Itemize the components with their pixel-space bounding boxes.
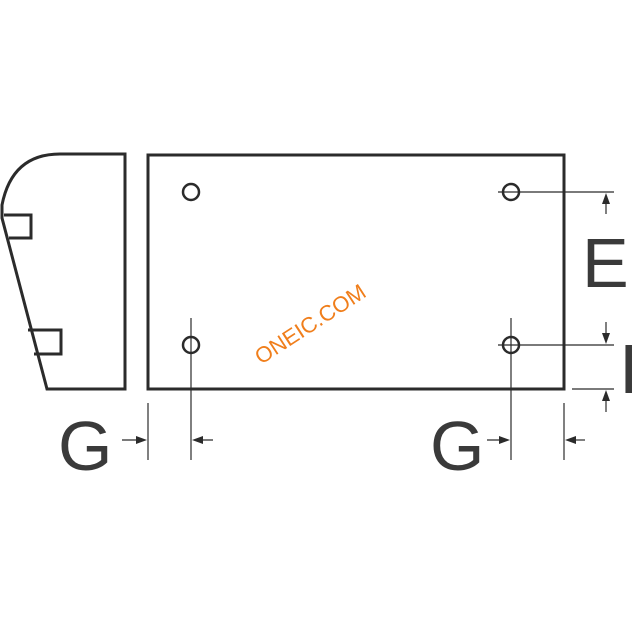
dim-label-g-right: G — [430, 407, 484, 485]
front-view — [146, 153, 566, 391]
dimension-labels: G G E I — [58, 224, 638, 485]
dim-g-right-arrow-in — [499, 436, 510, 444]
dim-label-e: E — [582, 224, 629, 302]
dim-label-i: I — [619, 330, 638, 408]
lower-tab — [28, 328, 63, 356]
mounting-hole-top-left — [181, 182, 201, 202]
side-profile-outline — [0, 152, 127, 391]
watermark-text: ONEIC.COM — [250, 279, 370, 369]
dimension-arrows — [122, 193, 610, 444]
dim-g-left-arrow-in — [136, 436, 147, 444]
dim-i-arrow-top — [602, 333, 610, 344]
dim-g-left-arrow-out — [192, 436, 203, 444]
upper-tab — [4, 213, 33, 240]
side-profile-view — [0, 152, 127, 391]
dim-e-arrow — [602, 193, 610, 204]
dim-g-right-arrow-out — [565, 436, 576, 444]
dim-i-arrow-bottom — [602, 390, 610, 401]
dim-label-g-left: G — [58, 407, 112, 485]
extension-lines — [147, 191, 614, 460]
front-body-outline — [146, 153, 566, 391]
